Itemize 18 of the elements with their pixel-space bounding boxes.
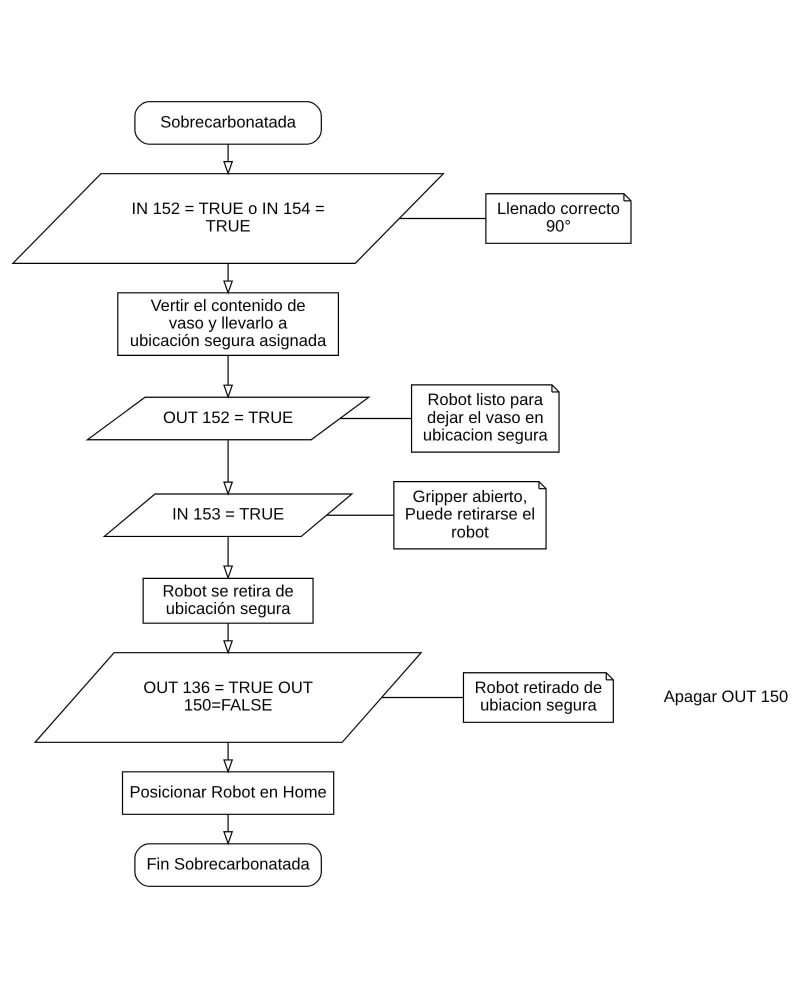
arrow	[223, 622, 234, 654]
node-box: Robot se retira de ubicación segura	[142, 577, 314, 624]
node-box: Fin Sobrecarbonatada	[134, 842, 322, 886]
arrow	[223, 262, 234, 294]
arrow	[223, 814, 234, 845]
connector	[399, 217, 486, 219]
arrow	[223, 742, 234, 774]
arrow	[223, 354, 234, 398]
connector	[340, 417, 411, 419]
label: Apagar OUT 150	[664, 687, 788, 706]
arrow	[223, 536, 234, 580]
connector	[326, 514, 394, 516]
arrow	[223, 144, 234, 175]
arrow	[223, 440, 234, 496]
node-box: Posicionar Robot en Home	[122, 770, 334, 814]
connector	[382, 696, 464, 698]
node-box: Vertir el contenido de vaso y llevarlo a ubicación segura asignada	[117, 292, 339, 356]
node-box: Sobrecarbonatada	[134, 100, 322, 144]
